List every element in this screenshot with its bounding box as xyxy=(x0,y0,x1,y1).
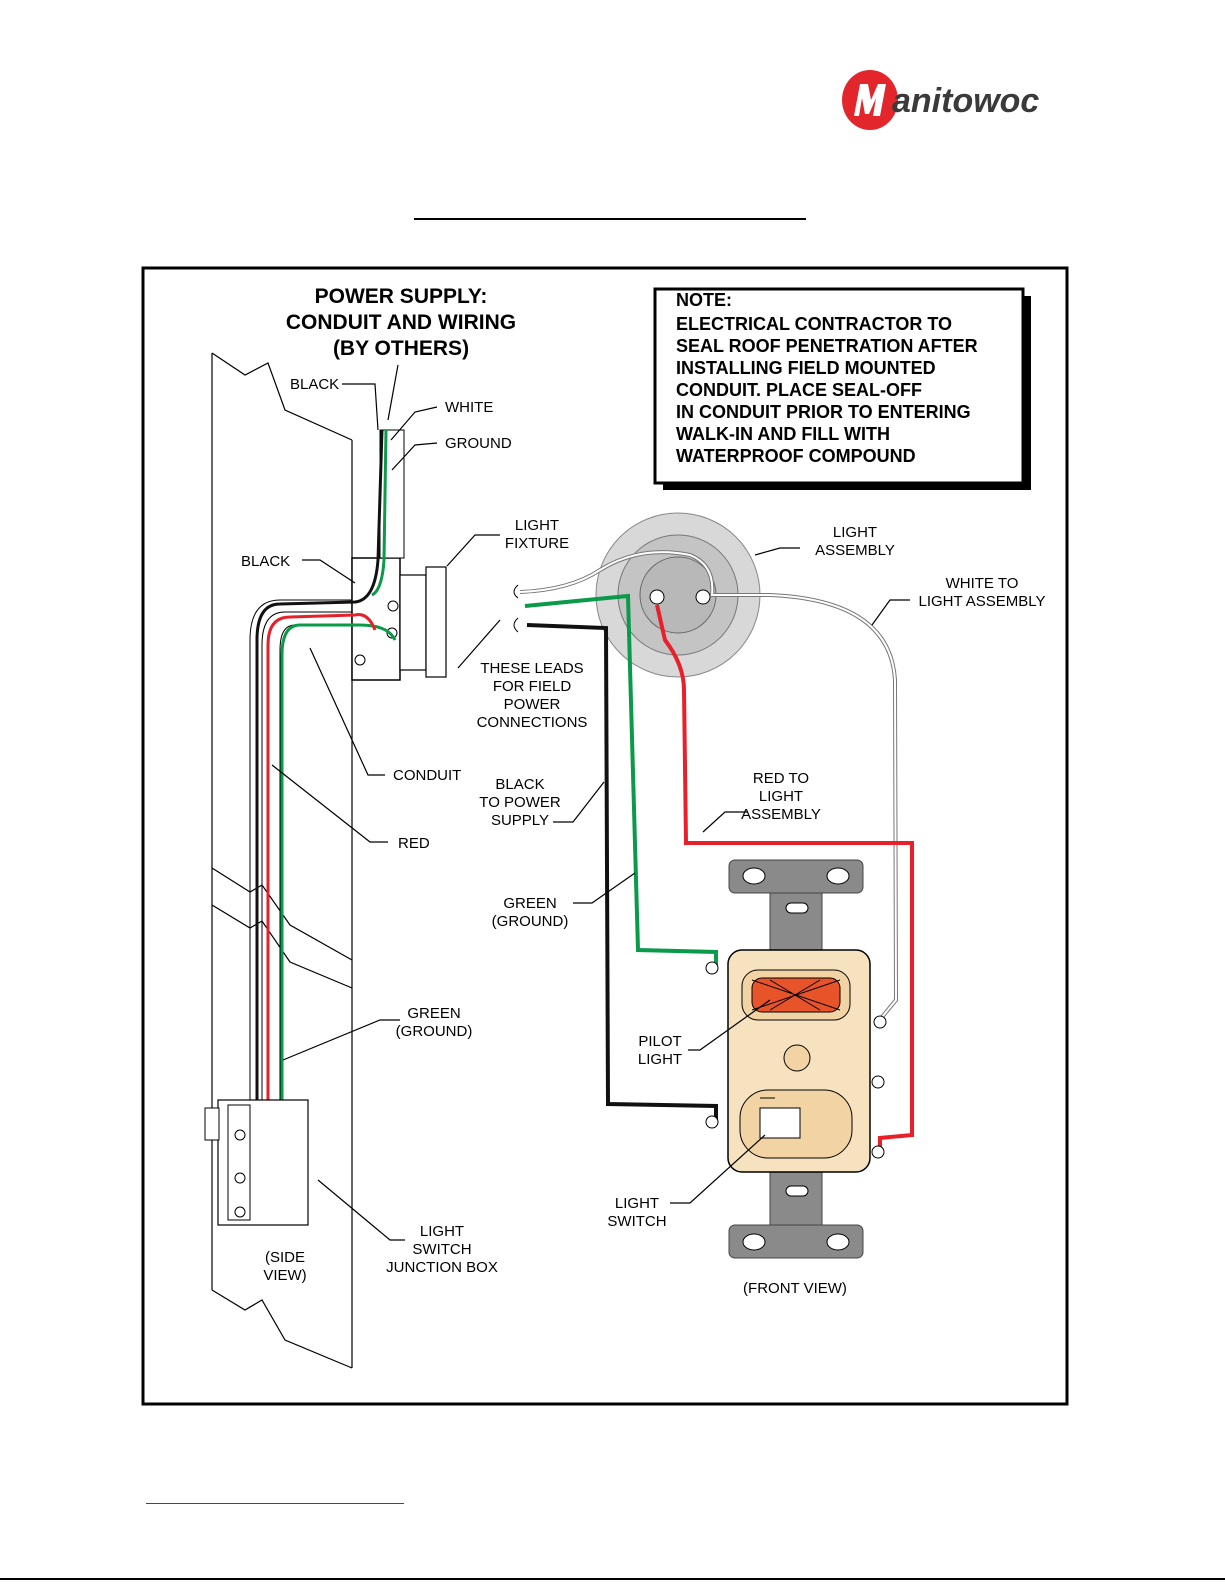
label-light-fixture-1: LIGHT xyxy=(515,517,559,534)
label-white-top: WHITE xyxy=(445,399,493,416)
label-black-to-power-1: BLACK xyxy=(495,776,544,793)
label-ground-top: GROUND xyxy=(445,435,512,452)
label-side-view-1: (SIDE xyxy=(265,1249,305,1266)
label-green-ground-mid-1: GREEN xyxy=(503,895,556,912)
label-pilot-light-1: PILOT xyxy=(638,1033,681,1050)
note-box xyxy=(653,287,1025,485)
conduit-box xyxy=(351,429,447,681)
note-line-2: ELECTRICAL CONTRACTOR TO xyxy=(676,314,952,334)
header-line-2: CONDUIT AND WIRING xyxy=(286,311,516,334)
label-side-view-2: VIEW) xyxy=(263,1267,306,1284)
wire-black-front xyxy=(526,623,718,1120)
wire-green-side xyxy=(371,429,388,597)
label-green-ground-left-1: GREEN xyxy=(407,1005,460,1022)
label-light-switch-1: LIGHT xyxy=(615,1195,659,1212)
label-black-to-power-2: TO POWER xyxy=(479,794,561,811)
label-red: RED xyxy=(398,835,430,852)
wire-black-side xyxy=(255,429,384,1200)
label-junction-box-2: SWITCH xyxy=(412,1241,471,1258)
label-black-mid: BLACK xyxy=(241,553,290,570)
label-junction-box-3: JUNCTION BOX xyxy=(386,1259,498,1276)
header-line-1: POWER SUPPLY: xyxy=(315,285,488,308)
leader-lines xyxy=(271,364,910,1241)
note-line-5: CONDUIT. PLACE SEAL-OFF xyxy=(676,380,922,400)
label-black-top: BLACK xyxy=(290,376,339,393)
label-these-leads-1: THESE LEADS xyxy=(480,660,583,677)
label-red-to-light-3: ASSEMBLY xyxy=(741,806,821,823)
label-white-to-light-1: WHITE TO xyxy=(946,575,1019,592)
label-light-assembly-1: LIGHT xyxy=(833,524,877,541)
header-line-3: (BY OTHERS) xyxy=(333,337,469,360)
label-red-to-light-2: LIGHT xyxy=(759,788,803,805)
label-junction-box-1: LIGHT xyxy=(420,1223,464,1240)
wire-green-front xyxy=(524,593,718,968)
junction-box xyxy=(204,1099,309,1226)
label-front-view: (FRONT VIEW) xyxy=(743,1280,847,1297)
footer-link-underline[interactable] xyxy=(146,1503,404,1504)
manitowoc-logo: anitowoc xyxy=(842,70,1039,130)
note-line-4: INSTALLING FIELD MOUNTED xyxy=(676,358,936,378)
label-green-ground-mid-2: (GROUND) xyxy=(492,913,569,930)
label-red-to-light-1: RED TO xyxy=(753,770,809,787)
logo-text: anitowoc xyxy=(892,82,1039,120)
note-line-8: WATERPROOF COMPOUND xyxy=(676,446,916,466)
terminal-screws xyxy=(705,961,887,1159)
label-conduit: CONDUIT xyxy=(393,767,461,784)
label-white-to-light-2: LIGHT ASSEMBLY xyxy=(919,593,1046,610)
note-line-7: WALK-IN AND FILL WITH xyxy=(676,424,890,444)
diagram-frame xyxy=(141,266,1069,1406)
wire-red-front xyxy=(655,604,914,1150)
label-these-leads-4: CONNECTIONS xyxy=(477,714,588,731)
label-green-ground-left-2: (GROUND) xyxy=(396,1023,473,1040)
label-light-switch-2: SWITCH xyxy=(607,1213,666,1230)
label-these-leads-3: POWER xyxy=(504,696,561,713)
label-light-fixture-2: FIXTURE xyxy=(505,535,569,552)
label-black-to-power-3: SUPPLY xyxy=(491,812,549,829)
conduit-pipe xyxy=(249,599,352,1100)
title-underline xyxy=(414,218,806,220)
note-line-6: IN CONDUIT PRIOR TO ENTERING xyxy=(676,402,971,422)
note-line-3: SEAL ROOF PENETRATION AFTER xyxy=(676,336,978,356)
label-these-leads-2: FOR FIELD xyxy=(493,678,572,695)
note-line-1: NOTE: xyxy=(676,290,732,310)
label-light-assembly-2: ASSEMBLY xyxy=(815,542,895,559)
switch-device xyxy=(705,859,887,1259)
bottom-rule xyxy=(0,1578,1225,1580)
label-pilot-light-2: LIGHT xyxy=(638,1051,682,1068)
